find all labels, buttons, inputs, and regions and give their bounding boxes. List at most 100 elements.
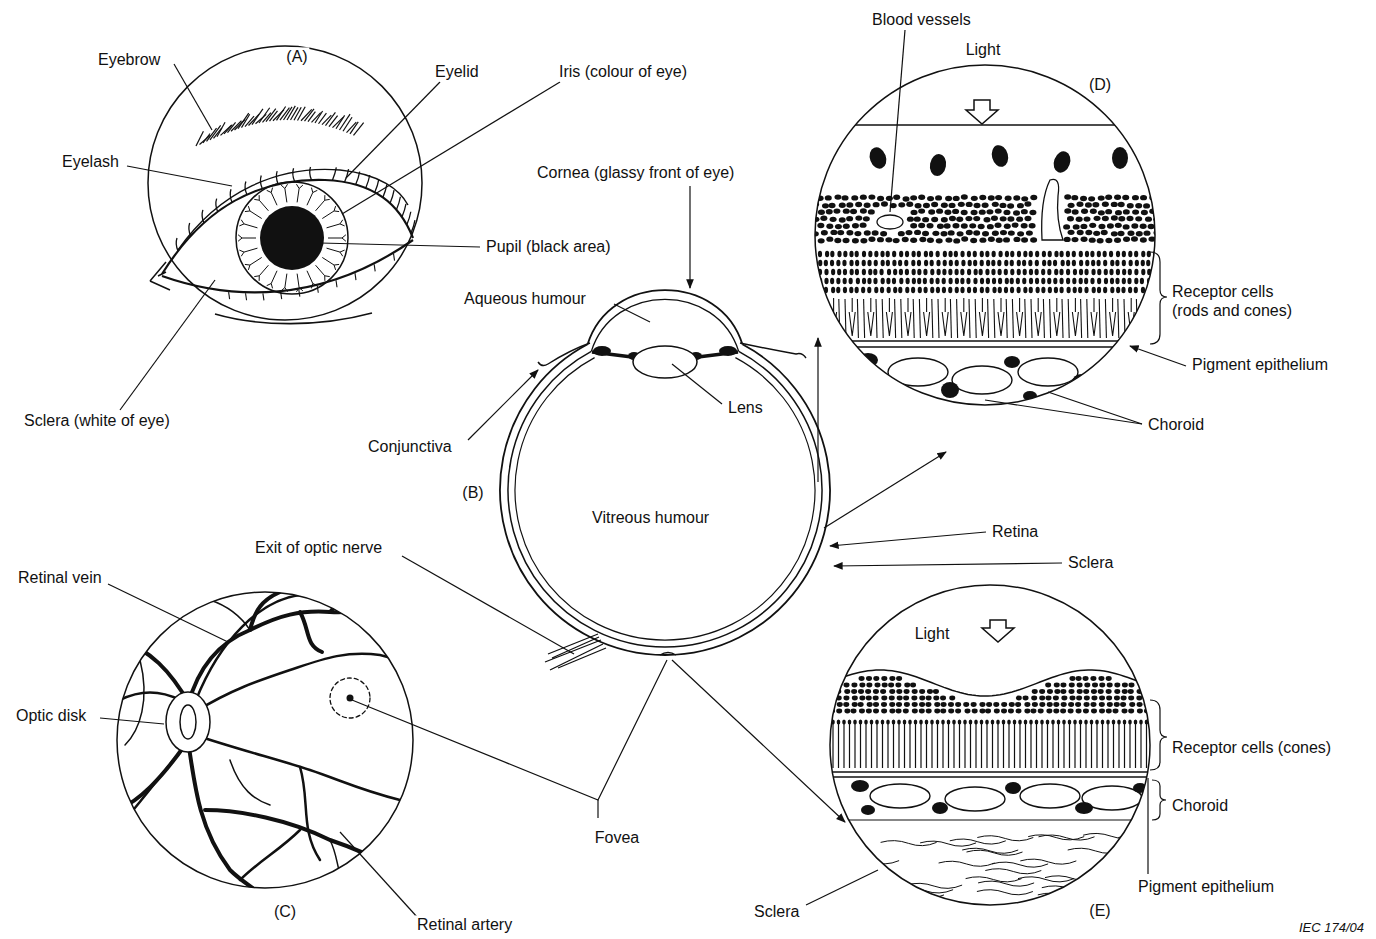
nuclear-layer-dot [1024,702,1030,707]
nuclear-layer-dot [1032,689,1038,694]
cone [1054,312,1060,336]
nuclear-layer-dot [1089,223,1096,228]
receptor-nucleus [948,269,952,276]
retinal-arteries [120,693,180,701]
cone-nucleus [1106,719,1110,724]
receptor-nucleus [1122,251,1126,258]
cheek-line [215,313,372,324]
nuclear-layer-dot [1099,683,1105,688]
receptor-nucleus [881,260,885,267]
nuclear-layer-dot [966,202,973,207]
nuclear-layer-dot [1151,709,1157,714]
nuclear-layer-dot [1046,709,1052,714]
nuclear-layer-dot [858,702,864,707]
receptor-nucleus [1029,269,1033,276]
receptor-nucleus [973,260,977,267]
nuclear-layer-dot [866,696,872,701]
eyelash [402,204,406,217]
inset-circle [148,46,422,320]
nuclear-layer-dot [829,203,836,208]
rod [876,299,877,338]
nuclear-layer-dot [1102,201,1109,206]
pupil [260,206,324,270]
receptor-nucleus [1053,260,1057,267]
nuclear-layer-dot [881,201,888,206]
receptor-nucleus [1010,278,1014,285]
nuclear-layer-dot [1099,702,1105,707]
fovea-dip [660,653,676,656]
iris-fibre [324,195,325,200]
receptor-nucleus [1092,287,1096,294]
retinal-veins [205,810,400,870]
nuclear-layer-dot [911,696,917,701]
nuclear-layer-dot [1089,237,1096,242]
cone [909,720,910,768]
nuclear-layer-dot [860,222,867,227]
nuclear-layer-dot [1143,230,1150,235]
pigment-epithelium [805,346,1165,348]
nuclear-layer-dot [872,230,879,235]
nuclear-layer-dot [1105,238,1112,243]
eyebrow-hair [329,116,338,127]
receptor-nucleus [1116,287,1120,294]
cone [849,312,855,336]
receptor-nucleus [912,251,916,258]
part-label: Aqueous humour [462,289,588,308]
nuclear-layer-dot [1047,689,1053,694]
nuclear-layer-dot [948,230,955,235]
receptor-nucleus [1066,251,1070,258]
receptor-nucleus [986,278,990,285]
nuclear-layer-dot [839,217,846,222]
nuclear-layer-dot [1123,209,1130,214]
nuclear-layer-dot [982,203,989,208]
cone-nucleus [941,719,945,724]
part-label: Eyebrow [96,50,162,69]
nuclear-layer-dot [910,238,917,243]
rod [1087,299,1088,338]
sclera-fibre [1125,842,1181,847]
nuclear-layer-dot [1046,696,1052,701]
cone [1124,720,1125,768]
nuclear-layer-dot [1076,202,1083,207]
nuclear-layer-dot [898,231,905,236]
receptor-nucleus [936,260,940,267]
receptor-nucleus [886,260,890,267]
receptor-nucleus [912,278,916,285]
nuclear-layer-dot [1069,676,1075,681]
nuclear-layer-dot [1080,224,1087,229]
nuclear-layer-dot [1077,689,1083,694]
nuclear-layer-dot [1084,696,1090,701]
receptor-nucleus [1054,287,1058,294]
nuclear-layer-dot [952,209,959,214]
choroid-pigment [1110,354,1126,366]
receptor-nucleus [1041,287,1045,294]
nuclear-layer-dot [896,702,902,707]
cone [924,312,930,336]
receptor-nucleus [1022,260,1026,267]
leader-lines [1130,346,1186,366]
cone-nucleus [897,719,901,724]
part-label: Choroid [1146,415,1206,434]
iris-fibre [322,211,334,219]
nuclear-layer-dot [1013,237,1020,242]
nuclear-layer-dot [1090,676,1096,681]
choroid-vessel [1018,358,1078,386]
receptor-nucleus [949,278,953,285]
nuclear-layer-dot [1064,237,1071,242]
nuclear-layer-dot [820,689,826,694]
nuclear-layer-dot [986,702,992,707]
eyelash [375,179,379,192]
nuclear-layer-dot [1122,709,1128,714]
cone [893,720,894,768]
receptor-nucleus [867,260,871,267]
receptor-nucleus [1127,278,1131,285]
nuclear-layer-dot [1118,231,1125,236]
leader-lines [834,563,1062,566]
nuclear-layer-dot [992,231,999,236]
nuclear-layer-dot [1132,195,1139,200]
iris-fibre [328,238,342,239]
nuclear-layer-dot [866,683,872,688]
iris-fibre [285,184,288,188]
inset-ground [830,585,1150,905]
eyelash [281,292,282,299]
